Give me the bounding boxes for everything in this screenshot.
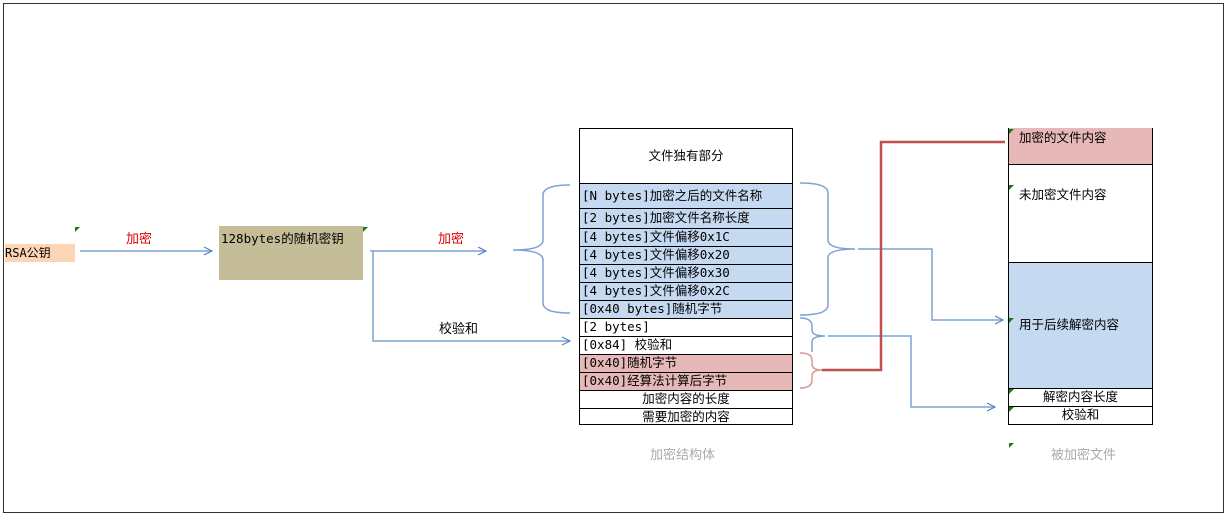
random-key-box: 128bytes的随机密钥 [219,226,363,280]
comment-marker-icon [363,227,368,232]
file-row-checksum: 校验和 [1009,406,1152,425]
checksum-label: 校验和 [439,322,479,337]
arrow-to-checksum [828,335,995,407]
left-brace [512,184,571,314]
comment-marker-icon [1009,129,1014,134]
struct-row: 需要加密的内容 [580,408,792,426]
comment-marker-icon [1009,185,1014,190]
struct-row: [2 bytes]加密文件名称长度 [580,208,792,228]
struct-row: [0x40]随机字节 [580,354,792,372]
file-row-encrypted-content: 加密的文件内容 [1009,128,1152,165]
file-row-length: 解密内容长度 [1009,388,1152,407]
struct-row: [4 bytes]文件偏移0x1C [580,228,792,246]
struct-header: 文件独有部分 [648,148,724,163]
red-connector [822,140,1005,372]
arrow-to-decrypt-content [858,248,1003,320]
struct-row: [0x40 bytes]随机字节 [580,300,792,318]
right-brace-checksum [799,317,826,352]
comment-marker-icon [1009,407,1014,412]
encrypted-file-table: 加密的文件内容 未加密文件内容 用于后续解密内容 解密内容长度 校验和 [1008,128,1153,425]
encryption-struct-table: 文件独有部分 [N bytes]加密之后的文件名称 [2 bytes]加密文件名… [579,128,793,425]
struct-row: [0x40]经算法计算后字节 [580,372,792,390]
file-row-decrypt-data: 用于后续解密内容 [1009,262,1152,389]
struct-row: [2 bytes] [580,318,792,336]
comment-marker-icon [75,227,80,232]
struct-row: 加密内容的长度 [580,390,792,408]
right-brace-blue [799,182,856,316]
rsa-public-key: RSA公钥 [5,244,75,262]
comment-marker-icon [1009,443,1014,448]
comment-marker-icon [1009,389,1014,394]
file-caption: 被加密文件 [1051,448,1117,463]
arrow-key-checksum [372,251,570,341]
struct-caption: 加密结构体 [650,448,716,463]
encrypt-label: 加密 [126,232,153,247]
diagram-frame [3,3,1224,513]
struct-row: [4 bytes]文件偏移0x20 [580,246,792,264]
encrypt-label: 加密 [438,232,465,247]
right-brace-red [799,352,823,389]
file-row-unencrypted-content: 未加密文件内容 [1009,164,1152,263]
struct-row: [4 bytes]文件偏移0x2C [580,282,792,300]
struct-row: [0x84] 校验和 [580,336,792,354]
struct-row: [N bytes]加密之后的文件名称 [580,183,792,209]
comment-marker-icon [1009,318,1014,323]
struct-row: [4 bytes]文件偏移0x30 [580,264,792,282]
